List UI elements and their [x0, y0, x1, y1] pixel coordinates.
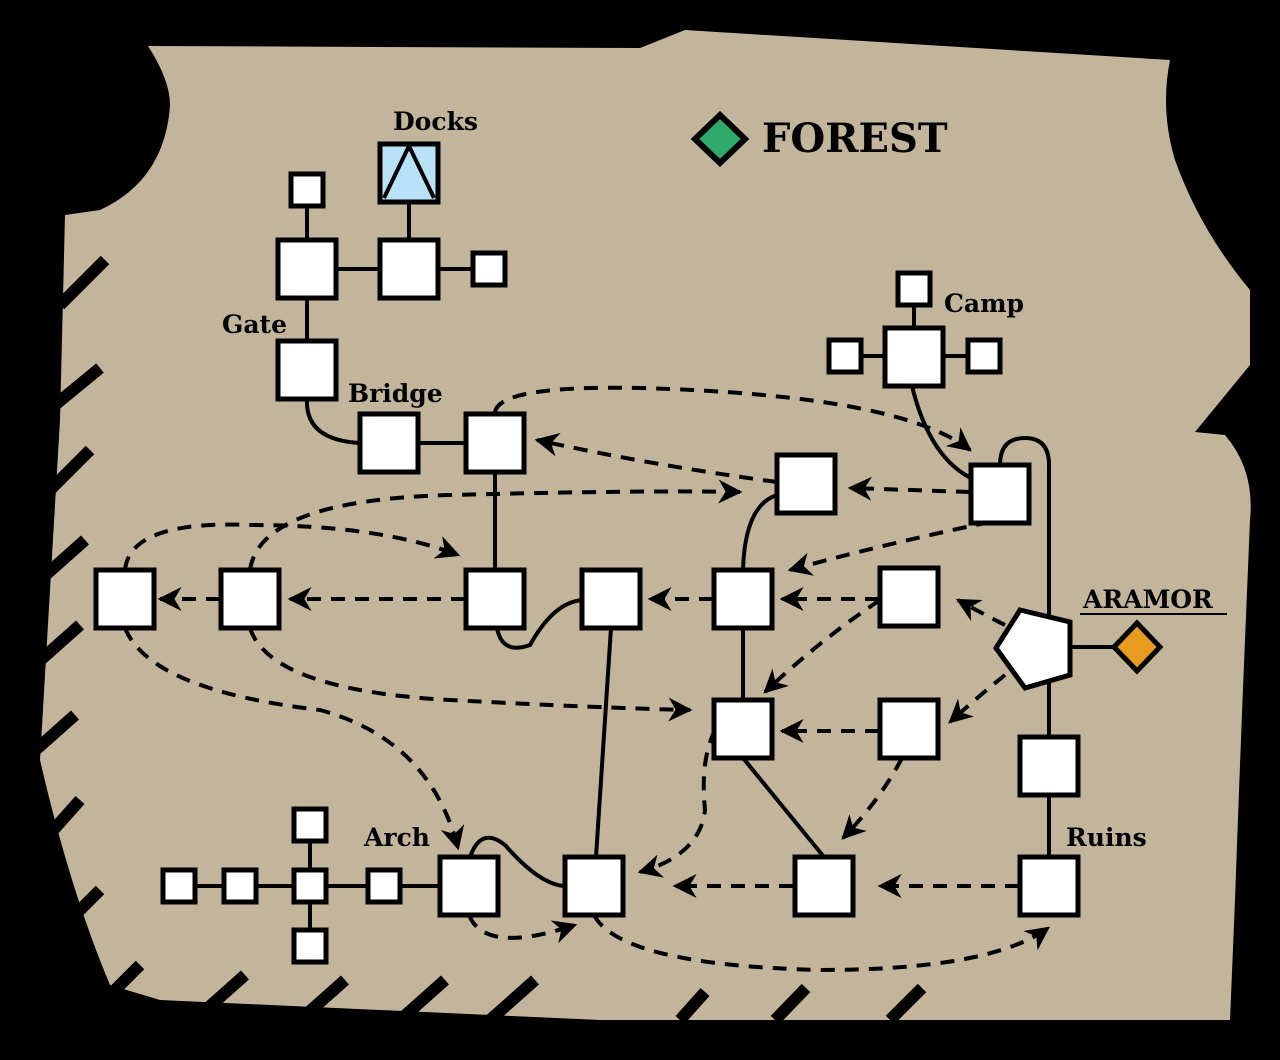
- room[interactable]: [288, 171, 326, 209]
- room-ruins[interactable]: [1017, 854, 1081, 918]
- room[interactable]: [463, 411, 527, 475]
- cliff-hatches: [26, 255, 927, 1025]
- triangle-icon: [382, 141, 436, 199]
- room[interactable]: [774, 452, 838, 516]
- room[interactable]: [218, 567, 282, 631]
- room[interactable]: [470, 250, 508, 288]
- label-bridge: Bridge: [348, 379, 443, 408]
- room[interactable]: [877, 565, 941, 629]
- room-gate[interactable]: [275, 338, 339, 402]
- room[interactable]: [965, 337, 1003, 375]
- room-bridge[interactable]: [357, 411, 421, 475]
- room[interactable]: [93, 567, 157, 631]
- room[interactable]: [895, 270, 933, 308]
- room[interactable]: [792, 854, 856, 918]
- room[interactable]: [365, 867, 403, 905]
- room[interactable]: [711, 567, 775, 631]
- room[interactable]: [377, 237, 441, 301]
- room[interactable]: [291, 806, 329, 844]
- aramor-diamond-icon: [1110, 619, 1164, 675]
- room[interactable]: [711, 697, 775, 761]
- room[interactable]: [968, 462, 1032, 526]
- room[interactable]: [877, 697, 941, 761]
- label-docks: Docks: [393, 107, 478, 136]
- pentagon-icon[interactable]: [992, 607, 1073, 691]
- room[interactable]: [160, 867, 198, 905]
- region-label: ARAMOR: [1082, 585, 1213, 614]
- room[interactable]: [291, 867, 329, 905]
- parchment: [40, 30, 1251, 1020]
- label-ruins: Ruins: [1066, 823, 1147, 852]
- label-gate: Gate: [222, 310, 287, 339]
- room[interactable]: [579, 567, 643, 631]
- room[interactable]: [221, 867, 259, 905]
- room[interactable]: [275, 237, 339, 301]
- room[interactable]: [562, 854, 626, 918]
- one-way-paths: [123, 385, 1050, 973]
- label-camp: Camp: [944, 289, 1024, 318]
- room[interactable]: [1017, 734, 1081, 798]
- room-arch[interactable]: [437, 854, 501, 918]
- room-camp[interactable]: [882, 325, 946, 389]
- forest-diamond-icon: [690, 110, 750, 168]
- room[interactable]: [463, 567, 527, 631]
- map-title: FOREST: [762, 115, 948, 162]
- label-arch: Arch: [363, 823, 430, 852]
- room[interactable]: [826, 337, 864, 375]
- room[interactable]: [291, 927, 329, 965]
- rooms: [93, 171, 1081, 965]
- room-docks[interactable]: [377, 141, 441, 205]
